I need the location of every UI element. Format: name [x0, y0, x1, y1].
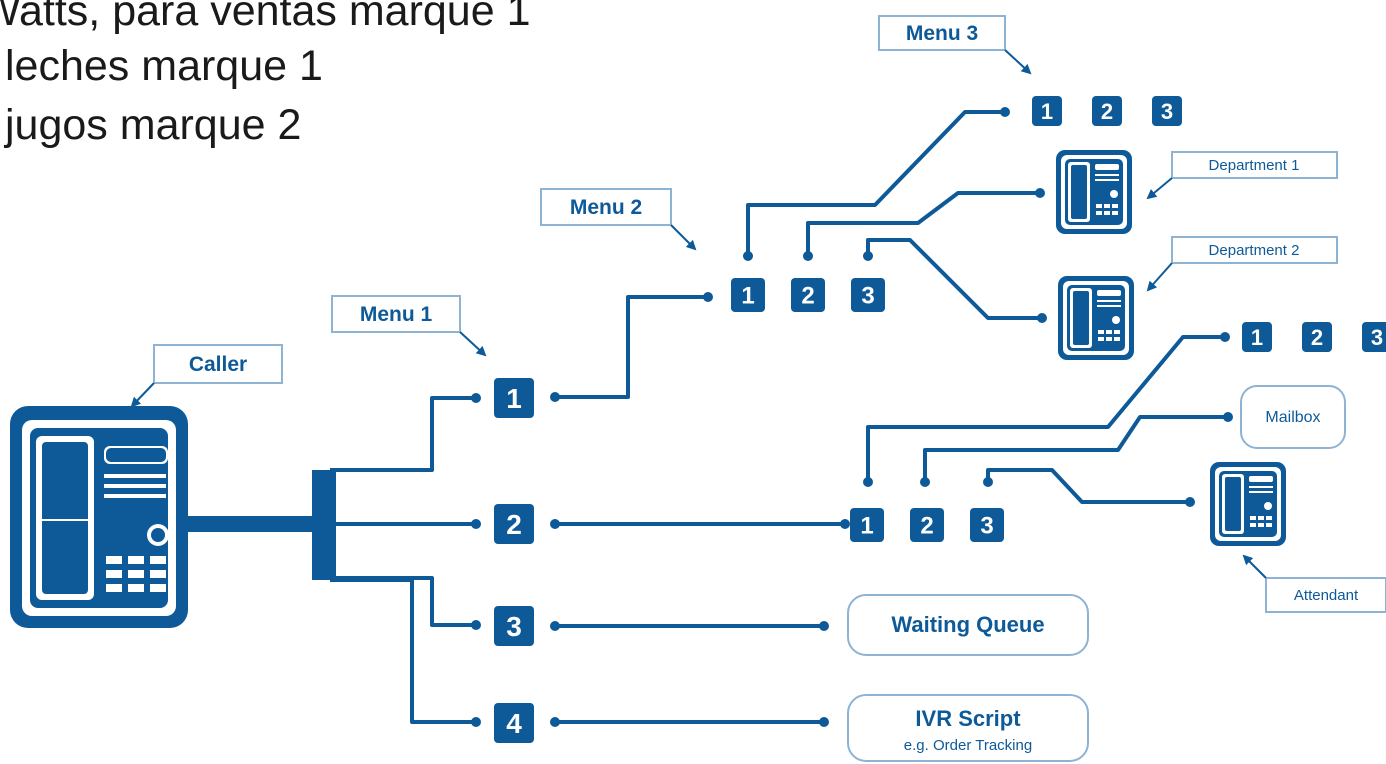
- menu-right-top-key-2: 2: [1302, 322, 1332, 352]
- connector-dots: [471, 107, 1233, 727]
- svg-text:Department 2: Department 2: [1209, 242, 1300, 259]
- caller-phone-icon: [10, 406, 188, 628]
- menu1-key-2: 2: [494, 504, 534, 544]
- svg-text:3: 3: [1161, 99, 1173, 124]
- menu2-key-3: 3: [851, 278, 885, 312]
- menu1-label: Menu 1: [331, 295, 487, 357]
- menu3-key-2: 2: [1092, 96, 1122, 126]
- keypad-keys: 1 2 3 4 1 2 3 1 2 3 1 2 3 1 2 3: [494, 96, 1386, 743]
- svg-text:Menu 2: Menu 2: [570, 196, 642, 219]
- svg-text:Menu 3: Menu 3: [906, 22, 978, 45]
- svg-text:1: 1: [741, 283, 754, 310]
- menu1-key-4: 4: [494, 703, 534, 743]
- svg-text:3: 3: [861, 283, 874, 310]
- menu2-key-1: 1: [731, 278, 765, 312]
- instruction-line-3: jugos marque 2: [5, 101, 302, 149]
- menu-right-top-key-1: 1: [1242, 322, 1272, 352]
- menu-attendant-key-2: 2: [910, 508, 944, 542]
- menu2-key-2: 2: [791, 278, 825, 312]
- department2-label: Department 2: [1146, 236, 1338, 292]
- callout-labels: Menu 3 Menu 2 Menu 1 Caller Department 1…: [130, 15, 1386, 762]
- svg-text:2: 2: [801, 283, 814, 310]
- department1-phone-icon: [1056, 150, 1132, 234]
- instruction-line-1: Watts, para ventas marque 1: [0, 0, 531, 35]
- svg-text:Mailbox: Mailbox: [1265, 409, 1320, 426]
- attendant-label: Attendant: [1242, 554, 1386, 613]
- svg-text:2: 2: [506, 509, 522, 540]
- svg-text:3: 3: [1371, 325, 1383, 350]
- menu2-label: Menu 2: [540, 188, 697, 251]
- attendant-phone-icon: [1210, 462, 1286, 546]
- svg-text:Caller: Caller: [189, 353, 247, 376]
- svg-text:Waiting Queue: Waiting Queue: [891, 612, 1044, 637]
- menu1-key-3: 3: [494, 606, 534, 646]
- svg-text:Department 1: Department 1: [1209, 157, 1300, 174]
- connector-lines: [185, 110, 1228, 724]
- svg-text:1: 1: [1251, 325, 1263, 350]
- menu-attendant-key-1: 1: [850, 508, 884, 542]
- instruction-line-2: leches marque 1: [5, 42, 323, 90]
- mailbox-label: Mailbox: [1240, 385, 1346, 449]
- menu3-key-3: 3: [1152, 96, 1182, 126]
- menu3-key-1: 1: [1032, 96, 1062, 126]
- caller-label: Caller: [130, 344, 283, 408]
- menu1-key-1: 1: [494, 378, 534, 418]
- svg-text:1: 1: [1041, 99, 1053, 124]
- department2-phone-icon: [1058, 276, 1134, 360]
- svg-text:3: 3: [506, 611, 522, 642]
- menu-attendant-key-3: 3: [970, 508, 1004, 542]
- svg-text:1: 1: [860, 513, 873, 540]
- menu3-label: Menu 3: [878, 15, 1032, 75]
- svg-text:IVR Script: IVR Script: [915, 706, 1021, 731]
- department1-label: Department 1: [1146, 151, 1338, 200]
- svg-text:Attendant: Attendant: [1294, 587, 1359, 604]
- svg-text:4: 4: [506, 708, 522, 739]
- svg-text:2: 2: [1101, 99, 1113, 124]
- waiting-queue-box: Waiting Queue: [847, 594, 1089, 656]
- svg-text:2: 2: [1311, 325, 1323, 350]
- svg-text:2: 2: [920, 513, 933, 540]
- svg-text:Menu 1: Menu 1: [360, 303, 433, 326]
- svg-text:1: 1: [506, 383, 522, 414]
- menu-right-top-key-3: 3: [1362, 322, 1386, 352]
- svg-text:e.g. Order Tracking: e.g. Order Tracking: [904, 737, 1032, 754]
- ivr-script-box: IVR Script e.g. Order Tracking: [847, 694, 1089, 762]
- svg-text:3: 3: [980, 513, 993, 540]
